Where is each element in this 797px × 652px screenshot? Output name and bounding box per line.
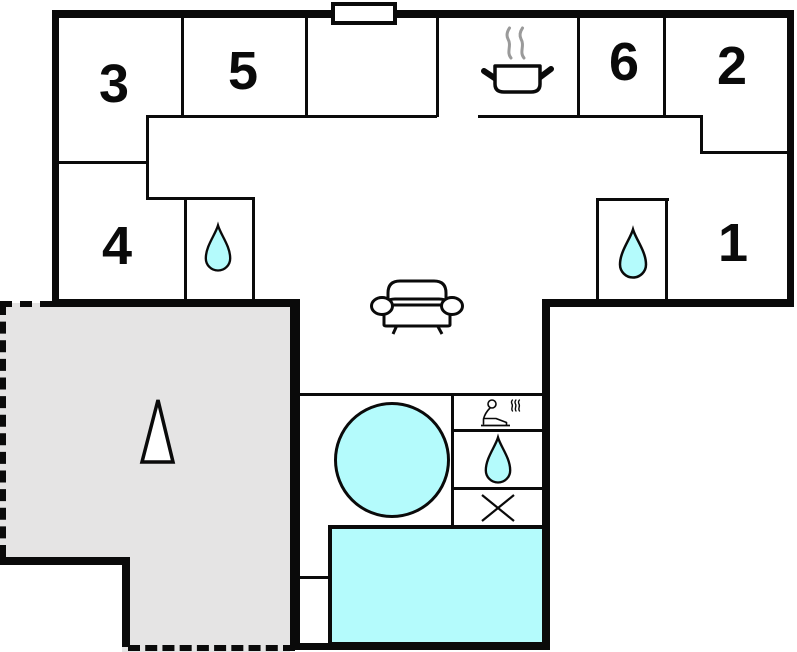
wall-segment: [665, 198, 668, 299]
water-drop-icon: [203, 221, 233, 274]
wall-segment: [700, 151, 787, 154]
annex-rect: [0, 564, 122, 652]
wall-segment: [700, 115, 703, 154]
chimney: [331, 2, 397, 25]
room-label-3: 3: [98, 54, 130, 114]
wall-segment: [147, 115, 437, 118]
room-label-4: 4: [101, 216, 133, 276]
sauna-person-icon: [479, 398, 523, 428]
wall-segment: [451, 429, 542, 432]
wall-segment: [146, 197, 255, 200]
wall-segment: [787, 10, 794, 307]
wall-segment: [52, 299, 297, 307]
wall-segment: [290, 643, 550, 650]
wall-segment: [252, 197, 255, 299]
room-label-1: 1: [717, 213, 749, 273]
wall-segment: [663, 17, 666, 118]
wall-segment: [577, 14, 580, 118]
terrace-dashed-border-bottom: [128, 645, 295, 651]
wall-segment: [52, 10, 59, 307]
wall-segment: [290, 299, 300, 650]
water-drop-icon: [617, 225, 649, 280]
room-label-6: 6: [608, 32, 640, 92]
wall-segment: [596, 198, 669, 201]
wall-segment: [300, 576, 328, 579]
wall-segment: [300, 393, 542, 396]
water-drop-icon: [483, 433, 513, 485]
room-label-2: 2: [716, 36, 748, 96]
wall-segment: [52, 10, 794, 18]
wall-segment: [55, 161, 147, 164]
wall-segment: [596, 198, 599, 299]
cooking-pot-icon: [478, 22, 556, 98]
round-tub: [334, 402, 450, 518]
wall-segment: [436, 14, 439, 117]
wall-segment: [181, 14, 184, 118]
wall-segment: [478, 115, 702, 118]
cross-mark-icon: [477, 492, 519, 524]
wall-segment: [542, 299, 550, 650]
sofa-icon: [370, 277, 464, 335]
wall-segment: [184, 197, 187, 299]
steam-icon: [505, 26, 526, 60]
wall-segment: [0, 557, 130, 565]
terrace-dashed-border-left: [0, 303, 6, 557]
wall-segment: [544, 299, 794, 307]
wall-segment: [305, 14, 308, 118]
wall-segment: [122, 557, 130, 647]
room-label-5: 5: [227, 41, 259, 101]
terrace-triangle-icon: [137, 396, 177, 466]
wall-segment: [146, 115, 149, 200]
terrace-dashed-border-top: [0, 301, 52, 307]
wall-segment: [451, 487, 542, 490]
wall-segment: [451, 393, 454, 527]
pool: [328, 525, 546, 646]
